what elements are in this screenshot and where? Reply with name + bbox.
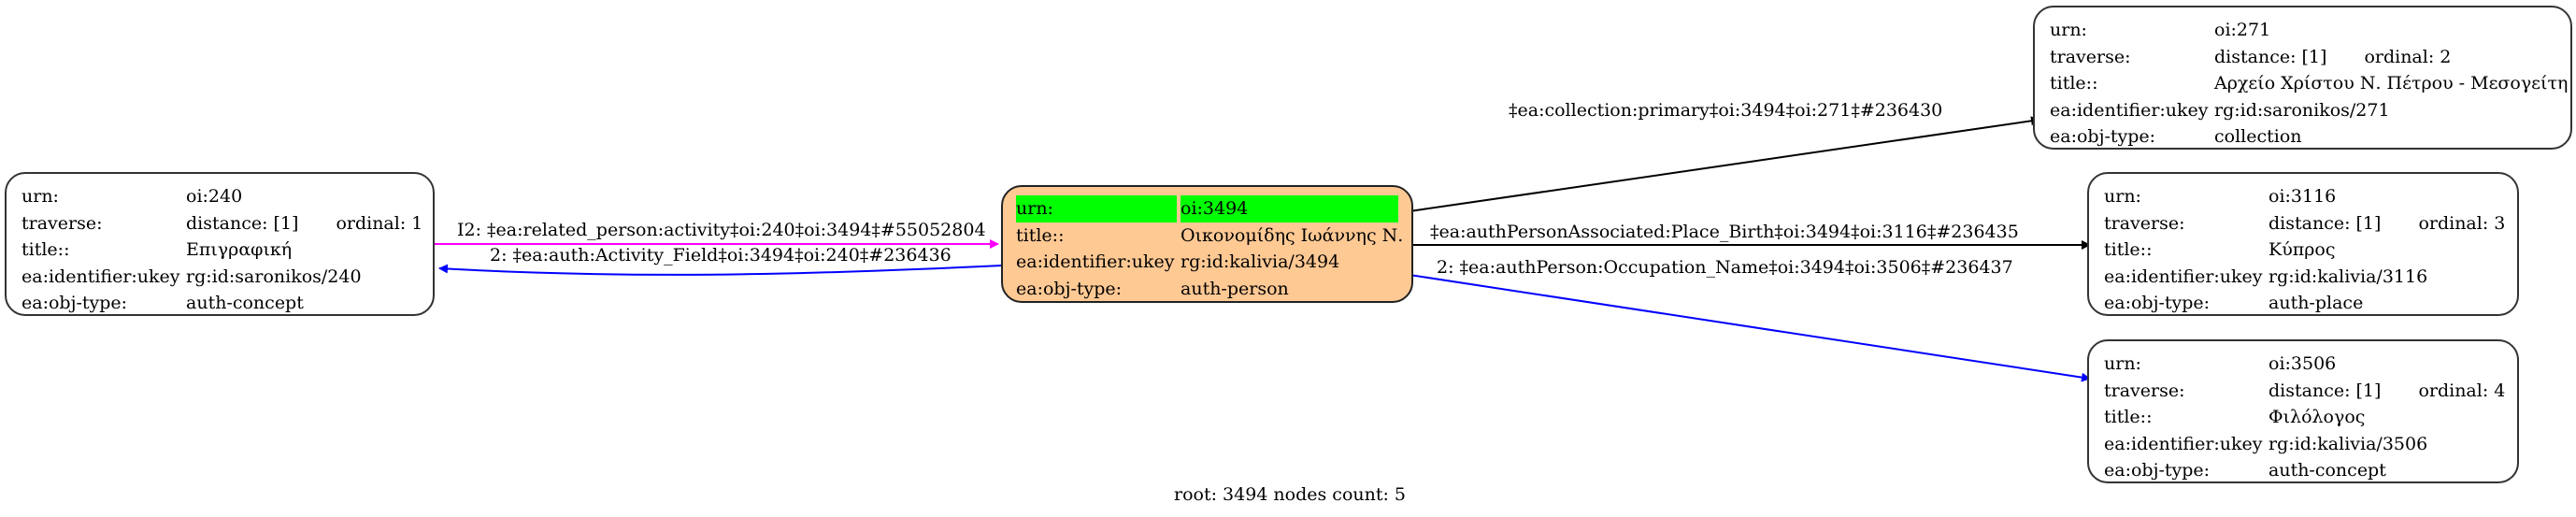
field-key: urn:: [2104, 353, 2141, 374]
field-value: distance: [1] ordinal: 3: [2268, 210, 2505, 237]
field-value: auth-place: [2268, 293, 2364, 313]
field-urn: urn:oi:3494: [1016, 195, 1398, 223]
field-key: ea:identifier:ukey: [21, 266, 180, 287]
field-key: title::: [21, 239, 70, 260]
edge-label-occupation: 2: ‡ea:authPerson:Occupation_Name‡oi:349…: [1437, 257, 2013, 278]
field-urn: urn: oi:271: [2050, 17, 2557, 44]
field-key: urn:: [21, 186, 59, 207]
field-value: rg:id:saronikos/240: [186, 266, 362, 287]
distance-value: distance: [1]: [186, 212, 299, 234]
distance-value: distance: [1]: [2268, 212, 2382, 234]
field-key: traverse:: [2104, 212, 2185, 234]
field-value: Φιλόλογος: [2268, 407, 2366, 427]
field-value: oi:271: [2214, 20, 2271, 40]
field-traverse: traverse: distance: [1] ordinal: 3: [2104, 210, 2505, 237]
node-oi-3506[interactable]: urn: oi:3506 traverse: distance: [1] ordina…: [2087, 339, 2519, 483]
field-key: urn:: [2104, 186, 2141, 207]
field-value: rg:id:saronikos/271: [2214, 99, 2390, 121]
field-key: title::: [2104, 239, 2153, 260]
field-key: ea:obj-type:: [21, 293, 128, 313]
field-value: distance: [1] ordinal: 1: [186, 210, 422, 237]
distance-value: distance: [1]: [2214, 46, 2327, 67]
node-oi-3116[interactable]: urn: oi:3116 traverse: distance: [1] ordina…: [2087, 172, 2519, 316]
field-obj-type: ea:obj-type: collection: [2050, 123, 2557, 151]
field-value: auth-concept: [186, 293, 304, 313]
field-value: rg:id:kalivia/3494: [1181, 251, 1340, 272]
field-value: Οικονομίδης Ιωάννης Ν.: [1181, 224, 1404, 246]
field-key: ea:identifier:ukey: [1016, 251, 1175, 272]
field-value: rg:id:kalivia/3506: [2268, 433, 2428, 454]
edge-label-related-person: I2: ‡ea:related_person:activity‡oi:240‡o…: [457, 220, 986, 240]
field-key: ea:obj-type:: [2104, 460, 2211, 481]
field-value: Επιγραφική: [186, 239, 293, 260]
field-value: Αρχείο Χρίστου Ν. Πέτρου - Μεσογείτη: [2214, 73, 2569, 93]
field-obj-type: ea:obj-type: auth-concept: [21, 290, 420, 317]
field-urn: urn: oi:3506: [2104, 351, 2504, 378]
edge-collection: [1409, 116, 2040, 212]
field-urn: urn: oi:3116: [2104, 183, 2504, 210]
field-traverse: traverse: distance: [1] ordinal: 4: [2104, 378, 2505, 405]
field-value: oi:3506: [2268, 353, 2337, 374]
field-value: auth-person: [1181, 278, 1289, 299]
field-key: title::: [2104, 407, 2153, 427]
node-oi-3494-root[interactable]: urn:oi:3494 title::Οικονομίδης Ιωάννης Ν…: [1001, 185, 1413, 303]
field-key: ea:identifier:ukey: [2104, 266, 2263, 287]
field-obj-type: ea:obj-type: auth-concept: [2104, 457, 2504, 484]
field-key: traverse:: [21, 212, 103, 234]
edge-label-collection: ‡ea:collection:primary‡oi:3494‡oi:271‡#2…: [1509, 100, 1943, 121]
field-key: title::: [1016, 224, 1065, 246]
node-oi-240[interactable]: urn: oi:240 traverse: distance: [1] ordinal…: [5, 172, 435, 316]
field-value: oi:240: [186, 186, 243, 207]
ordinal-value: ordinal: 1: [336, 212, 423, 234]
ordinal-value: ordinal: 2: [2364, 46, 2452, 67]
field-value: distance: [1] ordinal: 4: [2268, 378, 2505, 405]
ordinal-value: ordinal: 3: [2418, 212, 2506, 234]
field-value: distance: [1] ordinal: 2: [2214, 44, 2557, 71]
field-title: title::Επιγραφική: [21, 237, 420, 264]
field-title: title::Φιλόλογος: [2104, 404, 2504, 431]
edge-occupation: [1409, 274, 2091, 382]
field-value: oi:3494: [1181, 195, 1398, 223]
field-value: auth-concept: [2268, 460, 2386, 481]
field-key: urn:: [2050, 20, 2087, 40]
ordinal-value: ordinal: 4: [2418, 380, 2506, 401]
field-key: ea:identifier:ukey: [2050, 99, 2209, 121]
field-key: ea:obj-type:: [2050, 126, 2156, 147]
graph-footer: root: 3494 nodes count: 5: [1174, 484, 1407, 505]
field-traverse: traverse: distance: [1] ordinal: 1: [21, 210, 422, 237]
field-urn: urn: oi:240: [21, 183, 420, 210]
field-key: traverse:: [2050, 46, 2131, 67]
field-ukey: ea:identifier:ukey rg:id:saronikos/240: [21, 264, 420, 291]
field-key: urn:: [1016, 195, 1177, 223]
field-value: rg:id:kalivia/3116: [2268, 266, 2428, 287]
edge-label-activity-field: 2: ‡ea:auth:Activity_Field‡oi:3494‡oi:24…: [490, 245, 952, 266]
edge-label-place-birth: ‡ea:authPersonAssociated:Place_Birth‡oi:…: [1430, 222, 2019, 242]
field-obj-type: ea:obj-type: auth-person: [1016, 276, 1398, 303]
field-value: collection: [2214, 126, 2302, 147]
field-ukey: ea:identifier:ukey rg:id:kalivia/3494: [1016, 249, 1398, 276]
field-key: ea:obj-type:: [1016, 278, 1123, 299]
field-title: title::Αρχείο Χρίστου Ν. Πέτρου - Μεσογε…: [2050, 70, 2568, 97]
field-key: ea:obj-type:: [2104, 293, 2211, 313]
field-value: oi:3116: [2268, 186, 2337, 207]
field-traverse: traverse: distance: [1] ordinal: 2: [2050, 44, 2557, 71]
field-key: ea:identifier:ukey: [2104, 433, 2263, 454]
field-title: title::Οικονομίδης Ιωάννης Ν.: [1016, 223, 1403, 250]
edge-activity-field: [438, 264, 1003, 276]
node-oi-271[interactable]: urn: oi:271 traverse: distance: [1] ordinal…: [2033, 6, 2572, 150]
distance-value: distance: [1]: [2268, 380, 2382, 401]
field-obj-type: ea:obj-type: auth-place: [2104, 290, 2504, 317]
field-key: traverse:: [2104, 380, 2185, 401]
field-title: title::Κύπρος: [2104, 237, 2504, 264]
field-key: title::: [2050, 73, 2098, 93]
field-value: Κύπρος: [2268, 239, 2336, 260]
